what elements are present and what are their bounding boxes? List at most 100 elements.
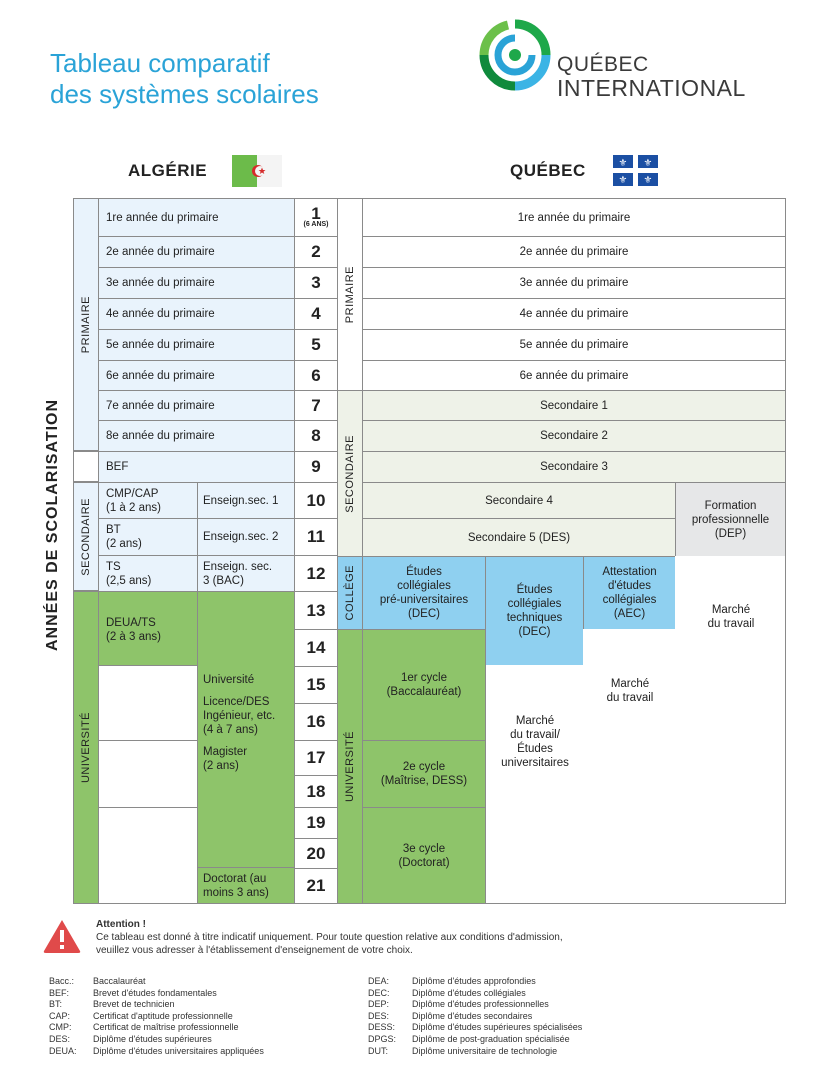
legend-item: DEP:Diplôme d'études professionnelles [368,999,582,1011]
quebec-aec: Attestation d'études collégiales (AEC) [583,556,676,630]
algeria-year-4: 4e année du primaire [98,298,295,330]
ts-line-2: (2,5 ans) [106,574,152,587]
legend-left: Bacc.:Baccalauréat BEF:Brevet d'études f… [49,976,264,1057]
legend-abbr: DUT: [368,1045,388,1056]
dep-line-1: Formation [704,499,757,512]
legend-text: Diplôme d'études supérieures spécialisée… [412,1022,583,1033]
age-note: (6 ANS) [303,221,329,228]
univ-line-7: Magister [203,746,248,758]
quebec-labour-area [485,665,786,904]
market1-line-1: Marché [711,604,751,616]
legend-text: Diplôme d'études supérieures [93,1033,212,1044]
quebec-university-label: UNIVERSITÉ [344,730,356,802]
cycle3-line-1: 3e cycle [402,842,446,855]
legend-text: Diplôme universitaire de technologie [412,1045,558,1056]
algeria-year-5: 5e année du primaire [98,329,295,361]
year-number-7: 7 [294,390,338,421]
legend-text: Brevet d'études fondamentales [93,987,217,998]
legend-text: Diplôme d'études universitaires appliqué… [93,1045,264,1056]
quebec-year-6: 6e année du primaire [362,360,786,391]
aec-line-2: d'études [607,580,652,592]
legend-item: DES:Diplôme d'études supérieures [49,1034,264,1046]
quebec-labour-market-2: Marché du travail [584,677,676,705]
quebec-secondary-1: Secondaire 1 [362,390,786,421]
page-title: Tableau comparatif des systèmes scolaire… [50,48,319,110]
algeria-university-label: UNIVERSITÉ [80,711,92,783]
algeria-deua-ts: DEUA/TS (2 à 3 ans) [98,591,198,666]
svg-text:⚜: ⚜ [619,158,628,169]
svg-text:⚜: ⚜ [619,175,628,186]
year-number-16: 16 [294,703,338,741]
quebec-year-3: 3e année du primaire [362,267,786,299]
market3-line-3: Études [517,743,553,755]
univ-line-3: Licence/DES [203,696,270,708]
quebec-year-2: 2e année du primaire [362,236,786,268]
quebec-college-section: COLLÈGE [337,556,363,630]
legend-item: DESS: Diplôme d'études supérieures spécia… [368,1022,582,1034]
algeria-enseign-sec-3: Enseign. sec. 3 (BAC) [197,555,295,592]
dec-tech-line-2: collégiales [507,598,562,610]
quebec-year-5: 5e année du primaire [362,329,786,361]
algeria-year-1: 1re année du primaire [98,198,295,237]
univ-line-5: (4 à 7 ans) [203,724,258,736]
quebec-secondary-5: Secondaire 5 (DES) [362,518,676,557]
attention-line-1: Ce tableau est donné à titre indicatif u… [96,932,563,943]
legend-abbr: DES: [368,1010,390,1021]
algeria-blank-3 [98,807,198,904]
legend-abbr: CAP: [49,1010,71,1021]
aec-line-3: collégiales [602,594,657,606]
legend-text: Diplôme d'études secondaires [412,1010,533,1021]
legend-item: CMP:Certificat de maîtrise professionnel… [49,1022,264,1034]
bt-line-1: BT [106,524,121,536]
legend-text: Diplôme d'études approfondies [412,976,536,986]
algeria-ts: TS (2,5 ans) [98,555,198,592]
quebec-cycle-3: 3e cycle (Doctorat) [362,807,486,904]
algeria-year-3: 3e année du primaire [98,267,295,299]
market2-line-2: du travail [606,692,654,704]
quebec-dec-technical: Études collégiales techniques (DEC) [485,556,584,666]
algeria-primary-section: PRIMAIRE [73,198,99,451]
year-number-3: 3 [294,267,338,299]
year-number-15: 15 [294,666,338,704]
year-number-8: 8 [294,420,338,452]
cycle2-line-2: (Maîtrise, DESS) [380,775,468,787]
dec-pre-line-1: Études [406,566,442,578]
algeria-secondary-section: SECONDAIRE [73,482,99,591]
quebec-cycle-2: 2e cycle (Maîtrise, DESS) [362,740,486,808]
quebec-primary-label: PRIMAIRE [344,265,356,324]
legend-item: BT:Brevet de technicien [49,999,264,1011]
legend-item: DPGS: Diplôme de post-graduation spéciali… [368,1034,582,1046]
legend-text: Diplôme d'études collégiales [412,987,526,998]
algeria-bef: BEF [98,451,295,483]
year-number-4: 4 [294,298,338,330]
year-number-17: 17 [294,740,338,776]
legend-abbr: DPGS: [368,1033,397,1044]
legend-item: DEA:Diplôme d'études approfondies [368,976,582,988]
doctorat-line-2: moins 3 ans) [203,886,269,899]
legend-text: Diplôme de post-graduation spécialisée [412,1033,570,1044]
legend-text: Certificat de maîtrise professionnelle [93,1022,239,1033]
quebec-year-1: 1re année du primaire [362,198,786,237]
quebec-primary-section: PRIMAIRE [337,198,363,391]
dep-line-2: professionnelle [691,513,770,526]
quebec-heading: QUÉBEC [510,161,586,180]
ens3-line-2: 3 (BAC) [203,574,244,587]
aec-line-4: (AEC) [613,608,646,620]
title-line-2: des systèmes scolaires [50,79,319,109]
algeria-blank-2 [98,740,198,808]
quebec-dep: Formation professionnelle (DEP) [675,482,786,557]
quebec-secondary-3: Secondaire 3 [362,451,786,483]
cycle2-line-1: 2e cycle [402,761,446,773]
svg-text:⚜: ⚜ [644,175,653,186]
quebec-international-logo-icon [479,19,551,91]
legend-abbr: DESS: [368,1022,396,1033]
year-number-6: 6 [294,360,338,391]
algeria-year-8: 8e année du primaire [98,420,295,452]
quebec-secondary-section: SECONDAIRE [337,390,363,557]
market3-line-2: du travail/ [510,729,560,741]
legend-abbr: DEUA: [49,1045,77,1056]
legend-item: CAP:Certificat d'aptitude professionnell… [49,1011,264,1023]
algeria-flag-icon [232,155,282,187]
year-number-2: 2 [294,236,338,268]
cycle1-line-2: (Baccalauréat) [386,686,462,698]
